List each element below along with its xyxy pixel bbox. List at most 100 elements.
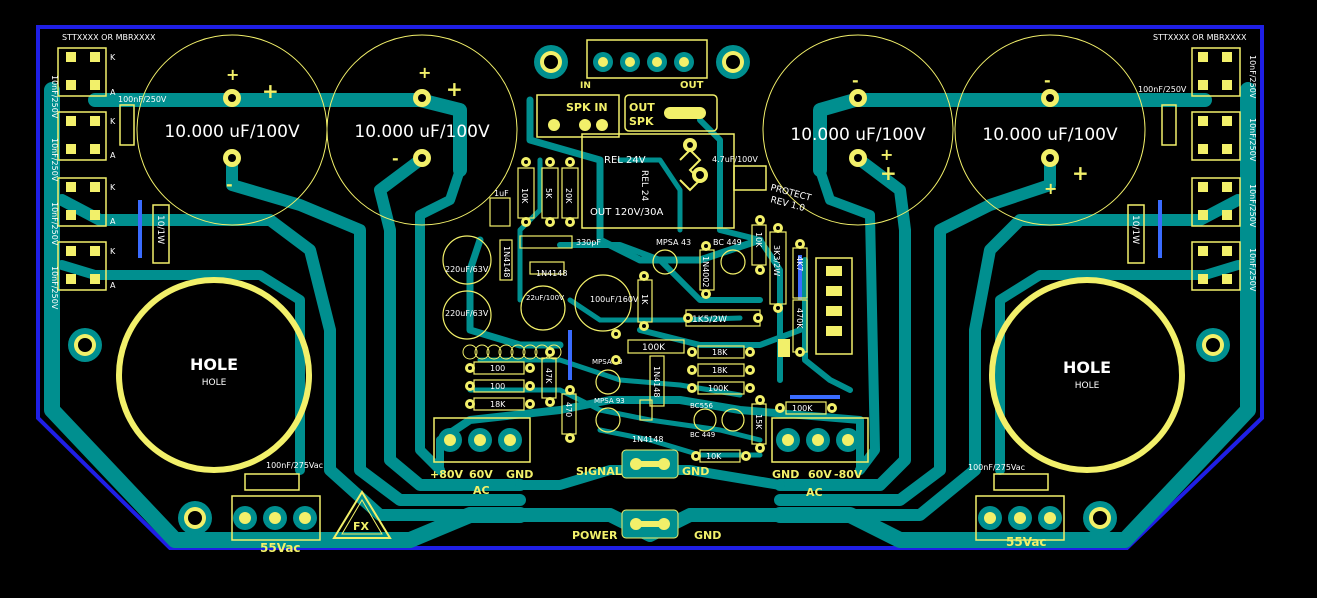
solder-pad-hole [690, 350, 694, 354]
solder-pad-hole [694, 454, 698, 458]
jumpers [138, 200, 1162, 399]
solder-pad-hole [548, 350, 552, 354]
r-18k-b: 18K [712, 348, 728, 357]
diode-4148-d: 1N4148 [632, 435, 663, 444]
plus-mark: + [418, 63, 431, 82]
r-1k5: 1K5/2W [692, 315, 727, 325]
relay-label-1: REL 24V [604, 155, 646, 166]
mpsa43-label: MPSA 43 [656, 238, 691, 247]
out-label: OUT [680, 80, 704, 91]
solder-pad-hole [776, 306, 780, 310]
diode-4002: 1N4002 [701, 256, 710, 287]
solder-pad-hole [528, 384, 532, 388]
r-1k: 1K [640, 294, 649, 305]
a-label: A [110, 281, 116, 290]
r-10k-d: 10K [706, 452, 722, 461]
solder-pad-hole [748, 368, 752, 372]
solder-pad-hole [614, 332, 618, 336]
solder-pad-hole [548, 400, 552, 404]
bc449-a-label: BC 449 [713, 238, 742, 247]
cap-100uf: 100uF/160V [590, 295, 639, 304]
plus-mark: + [1072, 161, 1089, 185]
cap-220-a: 220uF/63V [445, 265, 489, 274]
plus-mark: + [446, 77, 463, 101]
warning-triangle-icon: FX [332, 490, 392, 539]
right-part-label: STTXXXX OR MBRXXXX [1153, 33, 1247, 42]
solder-pad-hole [758, 268, 762, 272]
r-10k-b: 10K [754, 232, 763, 248]
solder-pad-hole [528, 366, 532, 370]
r-47k: 47K [544, 368, 553, 384]
solder-pad-hole [548, 160, 552, 164]
plus-mark: + [262, 79, 279, 103]
rail-right-label-2: 60V [808, 468, 832, 481]
r-15k: 15K [754, 414, 763, 430]
solder-pad-hole [830, 406, 834, 410]
cap-right-2-value: 10.000 uF/100V [982, 125, 1118, 145]
left-diode-block: STTXXXX OR MBRXXXX 10nF/250V 10nF/250V 1… [50, 33, 170, 310]
mount-pads [68, 45, 1230, 535]
solder-pad-hole [468, 384, 472, 388]
board-outline [36, 25, 1264, 550]
relay-label-2: OUT 120V/30A [590, 207, 663, 218]
spk-in-label: SPK IN [566, 101, 608, 114]
right-snubber-2: 10nF/250V [1248, 118, 1257, 162]
cap-220-b: 220uF/63V [445, 309, 489, 318]
out-spk-label-1: OUT [629, 101, 655, 114]
solder-pad-hole [568, 220, 572, 224]
solder-pad-hole [758, 446, 762, 450]
right-diode-block: STTXXXX OR MBRXXXX 10nF/250V 10nF/250V 1… [1127, 33, 1257, 292]
r-18k-c: 18K [712, 366, 728, 375]
rail-connector-right: GND 60V -80V AC [771, 417, 869, 499]
solder-pad-hole [748, 386, 752, 390]
r-100k-c: 100K [792, 404, 813, 413]
left-cap-100nf: 100nF/250V [118, 95, 167, 104]
power-gnd-label: GND [694, 529, 721, 542]
hole-right-label: HOLE [1063, 358, 1111, 377]
plus-mark: + [880, 145, 893, 164]
solder-pad-hole [798, 242, 802, 246]
mpsa93-a: MPSA 93 [592, 358, 623, 366]
left-snubber-1: 10nF/250V [50, 75, 59, 119]
rail-right-label-3: -80V [834, 468, 863, 481]
right-resistor: 10/1W [1130, 215, 1140, 244]
left-snubber-3: 10nF/250V [50, 202, 59, 246]
right-ac-cap: 100nF/275Vac [968, 463, 1025, 472]
solder-pad-hole [778, 406, 782, 410]
out-spk-label-2: SPK [629, 115, 654, 128]
left-snubber-2: 10nF/250V [50, 138, 59, 182]
solder-pad-hole [758, 218, 762, 222]
cap-left-1: 10.000 uF/100V + + - [136, 34, 328, 226]
hole-left: HOLE HOLE [116, 277, 312, 473]
hole-right-sublabel: HOLE [1075, 381, 1100, 391]
plus-mark: + [226, 65, 239, 84]
r-470k: 470K [795, 308, 804, 329]
r-3k3: 3K3/2W [772, 245, 781, 276]
solder-pad-hole [548, 220, 552, 224]
r-47k-a: 4K7 [795, 256, 804, 271]
power-jumper: POWER GND [572, 509, 721, 542]
minus-mark: - [1044, 71, 1051, 90]
center-top: OUT IN SPK IN OUT SPK REL 24V OUT 120V/3… [536, 39, 813, 229]
left-ac-cap: 100nF/275Vac [266, 461, 323, 470]
rail-left-label-3: GND [506, 468, 533, 481]
r-100: 100 [490, 364, 505, 373]
solder-pad-hole [744, 454, 748, 458]
signal-jumper: SIGNAL GND [576, 449, 709, 479]
r-20k: 20K [564, 188, 573, 204]
ac-input-right: 100nF/275Vac 55Vac [968, 463, 1065, 549]
right-snubber-1: 10nF/250V [1248, 55, 1257, 99]
solder-pad-hole [704, 244, 708, 248]
cap-22uf: 22uF/100V [526, 294, 564, 302]
solder-pad-hole [468, 366, 472, 370]
left-ac-voltage: 55Vac [260, 541, 301, 555]
rail-left-ac: AC [473, 484, 490, 497]
plus-mark: + [1044, 179, 1057, 198]
signal-gnd-label: GND [682, 465, 709, 478]
hole-left-sublabel: HOLE [202, 378, 227, 388]
r-10k-a: 10K [520, 188, 529, 204]
cap-1uf: 1uF [494, 189, 509, 198]
k-label: K [110, 247, 116, 256]
solder-pad-hole [642, 324, 646, 328]
